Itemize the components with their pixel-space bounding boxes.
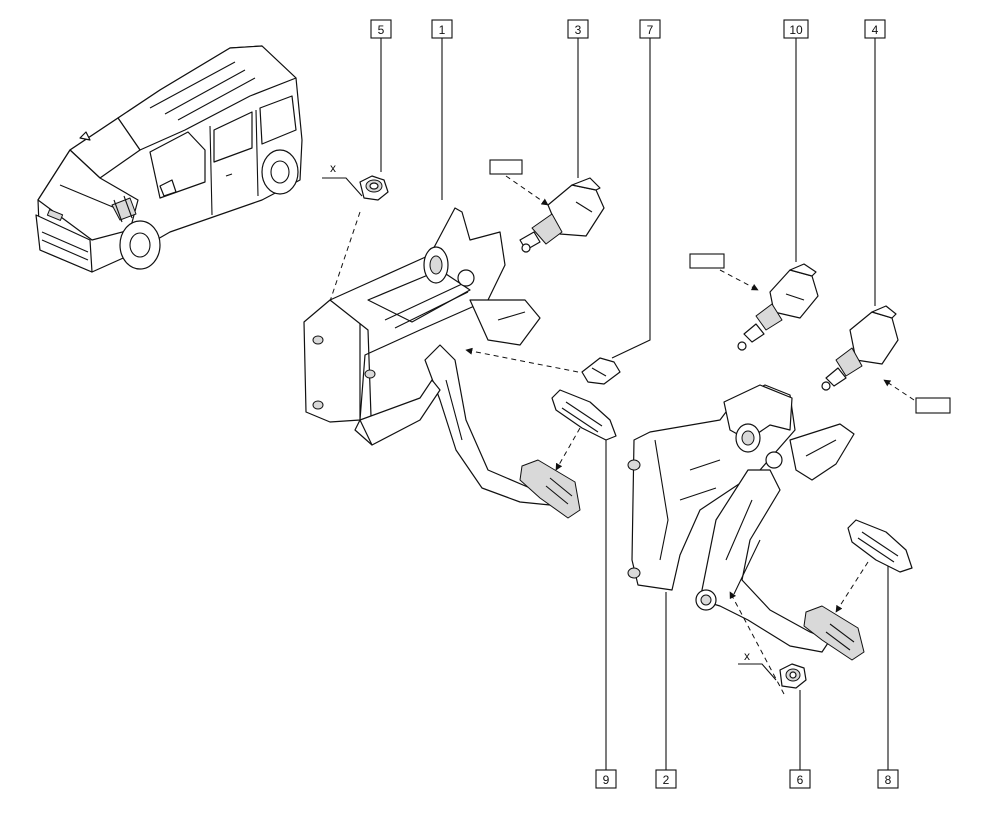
svg-text:3: 3 [575, 23, 582, 37]
clutch-pedal-assembly-part-2 [627, 384, 865, 661]
callout-5: 5 [370, 19, 392, 172]
nut-part-5: x [320, 161, 389, 326]
reference-label-box [689, 253, 725, 269]
callout-6: 6 [789, 690, 811, 789]
callout-8: 8 [877, 565, 899, 789]
svg-text:6: 6 [797, 773, 804, 787]
nut-part-6: x [729, 591, 807, 695]
svg-text:7: 7 [647, 23, 654, 37]
svg-text:4: 4 [872, 23, 879, 37]
callout-10: 10 [783, 19, 809, 262]
brake-pedal-assembly-part-1 [303, 207, 581, 519]
reference-label-box [489, 159, 523, 175]
svg-text:1: 1 [439, 23, 446, 37]
switch-part-4 [821, 305, 951, 414]
callout-1: 1 [431, 19, 453, 200]
svg-text:8: 8 [885, 773, 892, 787]
brake-light-switch-part-3 [489, 159, 605, 253]
svg-text:10: 10 [789, 23, 803, 37]
callout-3: 3 [567, 19, 589, 178]
callout-7: 7 [611, 19, 661, 359]
svg-text:9: 9 [603, 773, 610, 787]
pedal-pad-part-9 [551, 389, 617, 471]
svg-text:5: 5 [378, 23, 385, 37]
svg-text:2: 2 [663, 773, 670, 787]
reference-label-box [915, 397, 951, 414]
svg-text:x: x [744, 649, 750, 663]
callout-4: 4 [864, 19, 886, 306]
vehicle-illustration [35, 45, 303, 273]
pedal-pad-part-8 [835, 519, 913, 613]
svg-text:x: x [330, 161, 336, 175]
clip-part-7 [465, 347, 621, 385]
callout-9: 9 [595, 440, 617, 789]
clutch-switch-part-10 [689, 253, 819, 351]
callout-2: 2 [655, 592, 677, 789]
